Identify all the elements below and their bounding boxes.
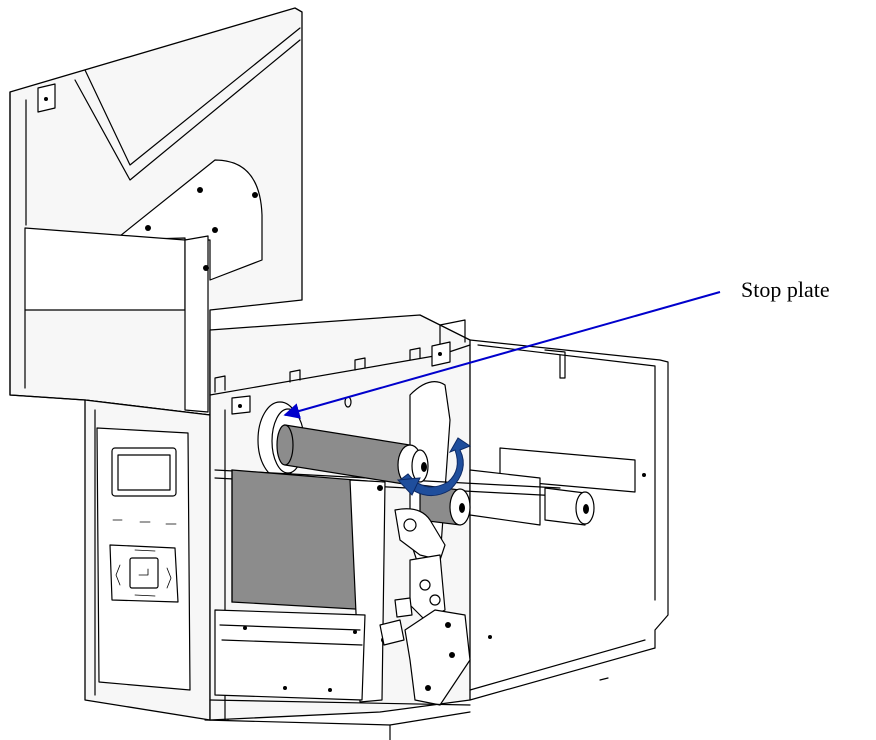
chassis-left	[84, 399, 229, 721]
right-side-frame	[469, 339, 669, 701]
rotation-arrow	[396, 437, 472, 497]
top-cover	[9, 7, 303, 416]
platen-base	[204, 609, 471, 740]
stop-plate-label: Stop plate	[741, 277, 830, 302]
ribbon-takeup-roll	[419, 484, 595, 526]
stop-plate-pointer	[283, 291, 721, 419]
ribbon-supply-roll	[276, 424, 429, 486]
